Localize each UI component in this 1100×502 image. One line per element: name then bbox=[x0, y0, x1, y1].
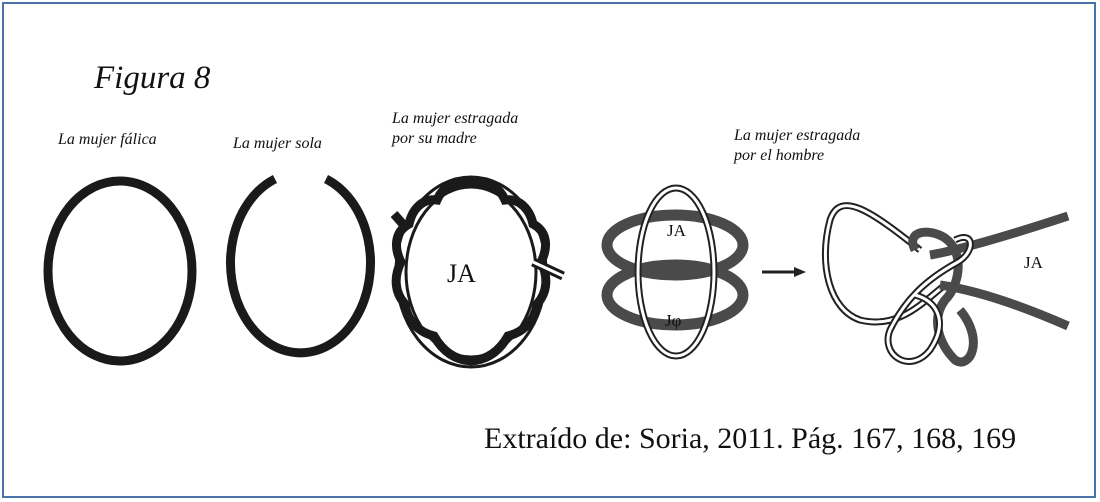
caption-mujer-estragada-hombre: La mujer estragada por el hombre bbox=[734, 126, 860, 166]
closed-ring bbox=[43, 176, 197, 366]
figure-title: Figura 8 bbox=[94, 60, 211, 96]
caption-mujer-estragada-madre: La mujer estragada por su madre bbox=[392, 109, 518, 149]
twisted-ring: JA bbox=[390, 175, 565, 369]
caption-mujer-falica: La mujer fálica bbox=[58, 130, 157, 150]
caption-line: La mujer estragada bbox=[392, 110, 519, 127]
tangled-knot: JA bbox=[821, 202, 1070, 367]
label-jphi-panel4: Jφ bbox=[665, 311, 682, 330]
label-ja-panel5: JA bbox=[1024, 253, 1044, 272]
caption-line: La mujer fálica bbox=[58, 131, 157, 148]
caption-line: La mujer sola bbox=[233, 135, 322, 152]
caption-line: por el hombre bbox=[734, 147, 825, 164]
twisted-strand bbox=[391, 177, 551, 366]
open-ring bbox=[226, 174, 375, 358]
label-ja-panel4: JA bbox=[667, 221, 687, 240]
caption-line: La mujer estragada bbox=[734, 127, 861, 144]
interlaced-rings: JA Jφ bbox=[601, 184, 749, 360]
caption-line: por su madre bbox=[392, 130, 477, 147]
arrow bbox=[762, 267, 806, 277]
caption-mujer-sola: La mujer sola bbox=[233, 134, 322, 154]
source-citation: Extraído de: Soria, 2011. Pág. 167, 168,… bbox=[484, 422, 1017, 455]
label-ja-panel3: JA bbox=[447, 259, 476, 288]
